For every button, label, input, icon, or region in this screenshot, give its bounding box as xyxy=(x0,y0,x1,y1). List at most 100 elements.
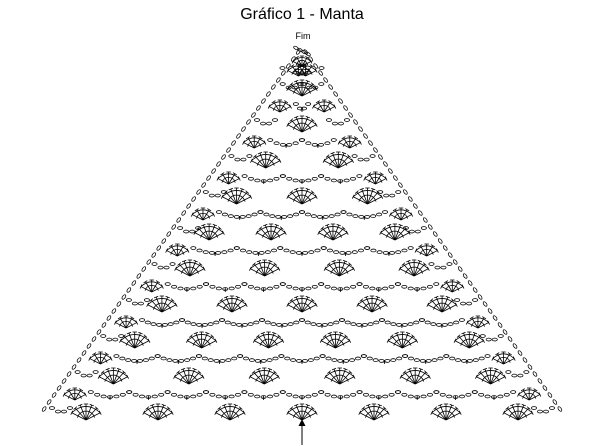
double-crochet-stitch xyxy=(218,407,231,421)
double-crochet-stitch xyxy=(477,322,489,329)
chain-stitch xyxy=(190,322,197,326)
double-crochet-stitch xyxy=(477,317,485,329)
double-crochet-stitch xyxy=(335,335,347,349)
chain-stitch xyxy=(191,196,196,202)
chain-stitch xyxy=(202,250,209,254)
stitch-top xyxy=(322,334,327,338)
chain-stitch xyxy=(279,143,286,147)
stitch-bar xyxy=(102,357,106,360)
chain-stitch xyxy=(426,392,433,397)
fan-arc xyxy=(249,262,280,270)
stitch-bar xyxy=(260,158,265,161)
double-crochet-stitch xyxy=(371,304,387,313)
double-crochet-stitch xyxy=(71,412,87,421)
stitch-top xyxy=(461,331,466,335)
double-crochet-stitch xyxy=(323,106,336,113)
stitch-bar xyxy=(153,285,157,288)
chain-stitch xyxy=(292,70,299,75)
chain-stitch xyxy=(241,174,248,178)
chain-stitch xyxy=(292,286,299,291)
chain-stitch xyxy=(196,248,203,253)
double-crochet-stitch xyxy=(229,407,242,421)
double-crochet-stitch xyxy=(339,263,351,277)
double-crochet-stitch xyxy=(155,296,163,313)
stitch-bar xyxy=(95,357,99,360)
stitch-bar xyxy=(170,251,173,255)
chain-stitch xyxy=(376,250,383,254)
double-crochet-stitch xyxy=(301,296,309,313)
chain-stitch xyxy=(253,320,260,325)
stitch-bar xyxy=(303,60,307,63)
stitch-bar xyxy=(358,198,361,202)
chain-stitch xyxy=(356,282,363,286)
chain-stitch xyxy=(340,210,347,214)
chain-stitch xyxy=(424,320,431,325)
stitch-top xyxy=(284,100,289,104)
chain-stitch xyxy=(272,118,279,122)
double-crochet-stitch xyxy=(361,299,373,313)
chain-stitch xyxy=(369,154,376,158)
chain-stitch xyxy=(370,214,377,218)
stitch-top xyxy=(405,331,411,335)
fan-arc xyxy=(194,226,224,234)
double-crochet-stitch xyxy=(511,404,519,421)
stitch-bar xyxy=(230,177,234,180)
double-crochet-stitch xyxy=(119,317,127,329)
stitch-bar xyxy=(446,303,450,307)
chain-stitch xyxy=(358,126,363,132)
chain-stitch xyxy=(184,320,191,325)
double-crochet-stitch xyxy=(368,173,376,185)
stitch-top xyxy=(267,367,273,371)
double-crochet-stitch xyxy=(394,227,406,241)
stitch-bar xyxy=(344,375,348,379)
stitch-bar xyxy=(87,410,91,413)
chain-stitch xyxy=(245,214,252,218)
chain-stitch xyxy=(246,250,253,254)
stitch-top xyxy=(380,298,385,302)
double-crochet-stitch xyxy=(229,412,245,421)
stitch-bar xyxy=(505,357,509,360)
chain-stitch xyxy=(369,394,376,399)
chain-stitch xyxy=(477,294,483,300)
chain-stitch xyxy=(313,63,318,69)
chain-stitch xyxy=(279,390,286,394)
double-crochet-stitch xyxy=(250,268,265,277)
stitch-bar xyxy=(445,287,448,291)
chain-stitch xyxy=(390,358,397,362)
double-crochet-stitch xyxy=(415,250,427,257)
fan-arc xyxy=(63,389,86,395)
stitch-bar xyxy=(136,338,140,341)
double-crochet-stitch xyxy=(454,340,470,349)
double-crochet-stitch xyxy=(251,160,266,169)
stitch-top xyxy=(375,295,380,299)
chain-stitch xyxy=(487,308,493,314)
chain-stitch xyxy=(346,212,353,217)
double-crochet-stitch xyxy=(295,188,303,205)
stitch-top xyxy=(305,403,310,407)
stitch-bar xyxy=(409,342,412,346)
double-crochet-stitch xyxy=(187,340,202,349)
stitch-bar xyxy=(421,378,425,382)
chain-stitch xyxy=(363,157,370,162)
stitch-bar xyxy=(452,414,455,418)
chain-stitch xyxy=(171,392,178,397)
stitch-bar xyxy=(191,266,195,269)
stitch-bar xyxy=(308,126,311,130)
double-crochet-stitch xyxy=(170,245,178,257)
chain-stitch xyxy=(484,354,491,358)
double-crochet-stitch xyxy=(273,101,281,113)
stitch-bar xyxy=(105,375,110,379)
chain-stitch xyxy=(413,320,420,325)
stitch-bar xyxy=(401,234,404,238)
stitch-top xyxy=(228,187,233,191)
stitch-bar xyxy=(308,414,311,418)
double-crochet-stitch xyxy=(490,371,502,385)
chain-stitch xyxy=(298,138,305,142)
chain-stitch xyxy=(437,356,444,361)
stitch-bar xyxy=(277,234,281,238)
chain-stitch xyxy=(184,358,191,362)
stitch-bar xyxy=(201,231,205,235)
chain-stitch xyxy=(446,394,453,399)
start-arrow-icon xyxy=(298,419,306,445)
stitch-bar xyxy=(364,303,368,307)
